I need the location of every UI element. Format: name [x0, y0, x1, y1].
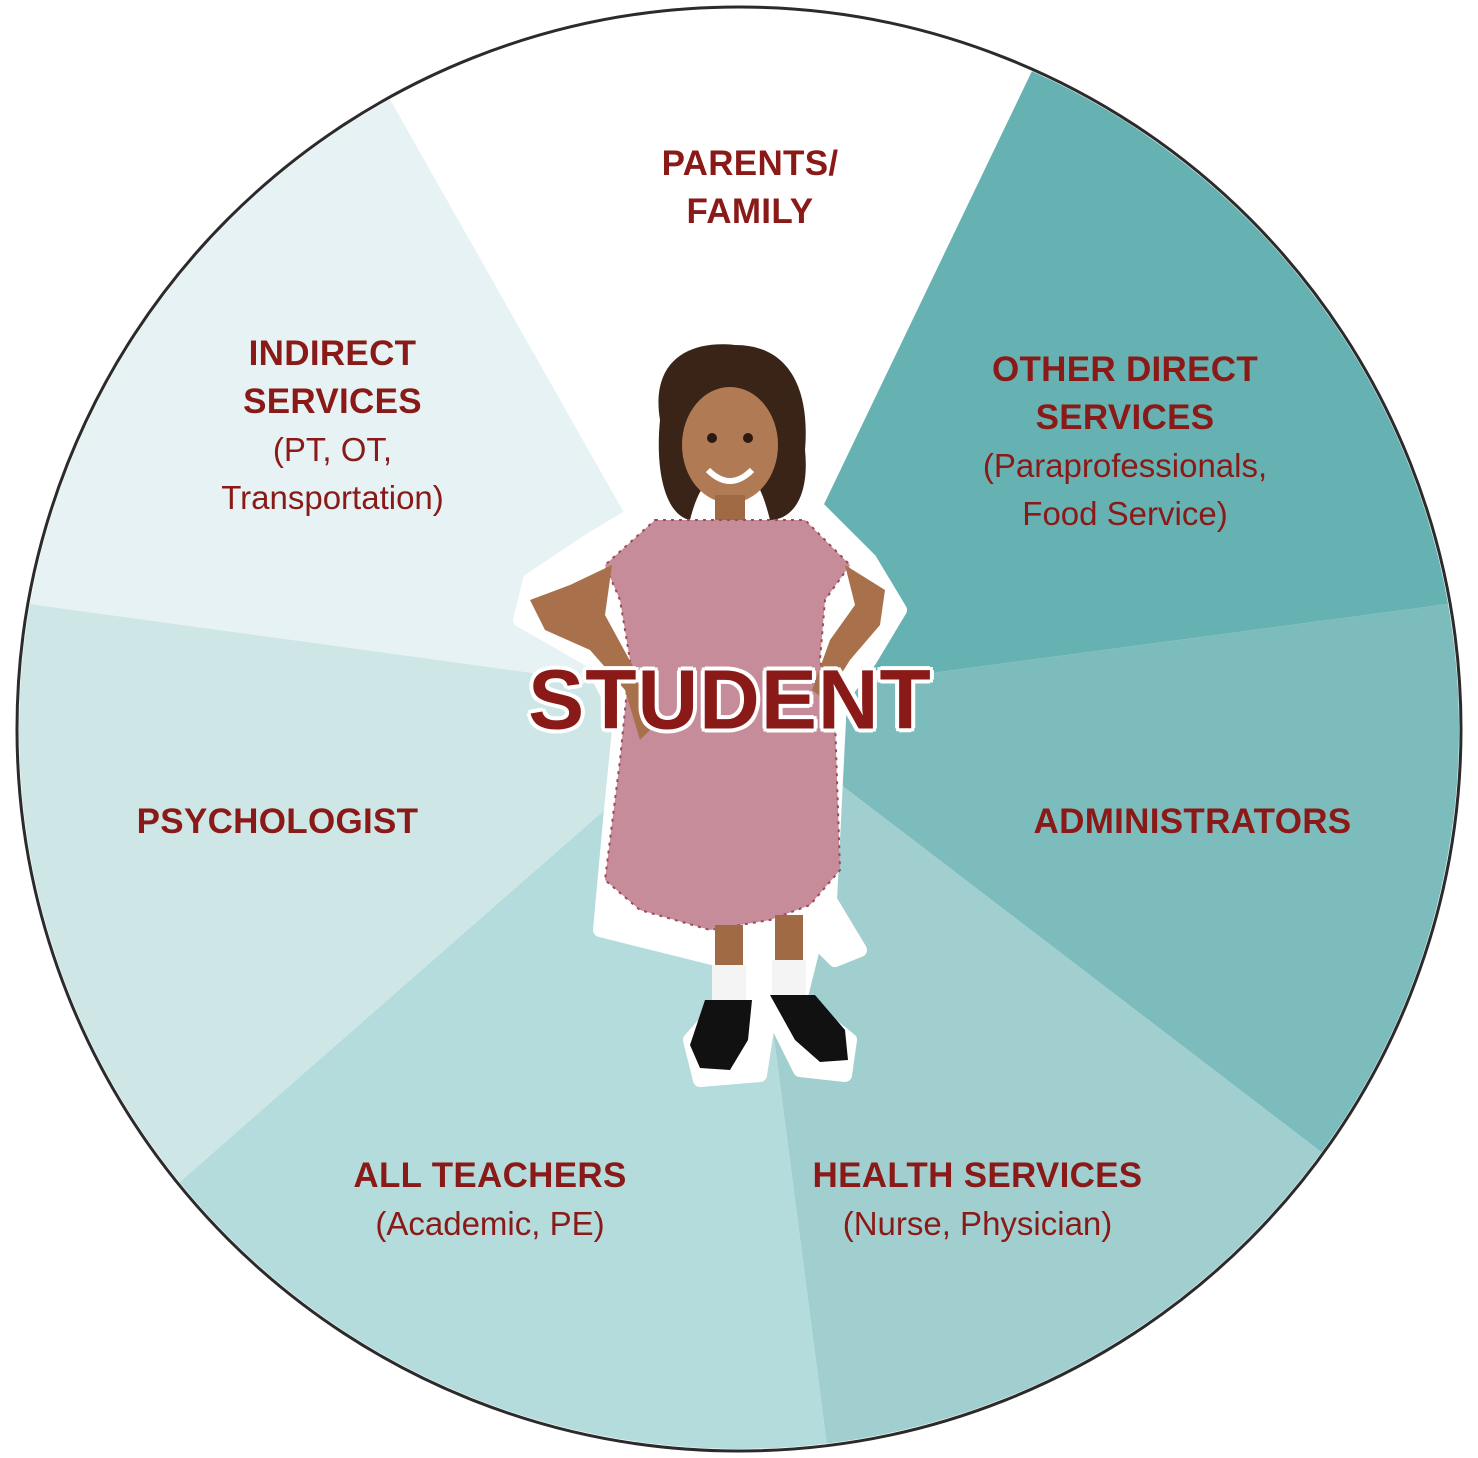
student-photo [513, 333, 907, 1087]
psychologist-line-1: PSYCHOLOGIST [136, 802, 419, 841]
dress [605, 520, 850, 930]
label-indirect-services: INDIRECT SERVICES (PT, OT, Transportatio… [185, 330, 480, 522]
other-direct-services-sub-2: Food Service) [1022, 495, 1228, 532]
segment-other-direct-services [730, 71, 1449, 700]
all-teachers-line-1: ALL TEACHERS [353, 1156, 627, 1195]
label-other-direct-services: OTHER DIRECT SERVICES (Paraprofessionals… [950, 346, 1300, 538]
label-administrators: ADMINISTRATORS [1020, 798, 1365, 846]
face [682, 387, 778, 503]
wheel-outline [15, 5, 1463, 1453]
segment-administrators [730, 604, 1460, 1153]
segment-indirect-services [29, 99, 730, 701]
segment-health-services [730, 700, 1322, 1444]
label-health-services: HEALTH SERVICES (Nurse, Physician) [800, 1152, 1155, 1248]
indirect-services-sub-2: Transportation) [221, 479, 444, 516]
segment-psychologist [18, 604, 731, 1183]
indirect-services-sub-1: (PT, OT, [272, 431, 393, 468]
other-direct-services-sub-1: (Paraprofessionals, [982, 447, 1268, 484]
indirect-services-line-1: INDIRECT [248, 334, 417, 373]
label-all-teachers: ALL TEACHERS (Academic, PE) [345, 1152, 635, 1248]
student-label: STUDENT [528, 652, 932, 747]
health-services-line-1: HEALTH SERVICES [812, 1156, 1143, 1195]
health-services-sub-1: (Nurse, Physician) [842, 1205, 1113, 1242]
indirect-services-line-2: SERVICES [243, 382, 422, 421]
administrators-line-1: ADMINISTRATORS [1033, 802, 1352, 841]
other-direct-services-line-1: OTHER DIRECT [991, 350, 1259, 389]
parents-family-line-1: PARENTS/ [661, 144, 839, 183]
parents-family-line-2: FAMILY [686, 192, 814, 231]
label-parents-family: PARENTS/ FAMILY [650, 140, 850, 236]
label-psychologist: PSYCHOLOGIST [125, 798, 430, 846]
all-teachers-sub-1: (Academic, PE) [375, 1205, 605, 1242]
other-direct-services-line-2: SERVICES [1035, 398, 1215, 437]
